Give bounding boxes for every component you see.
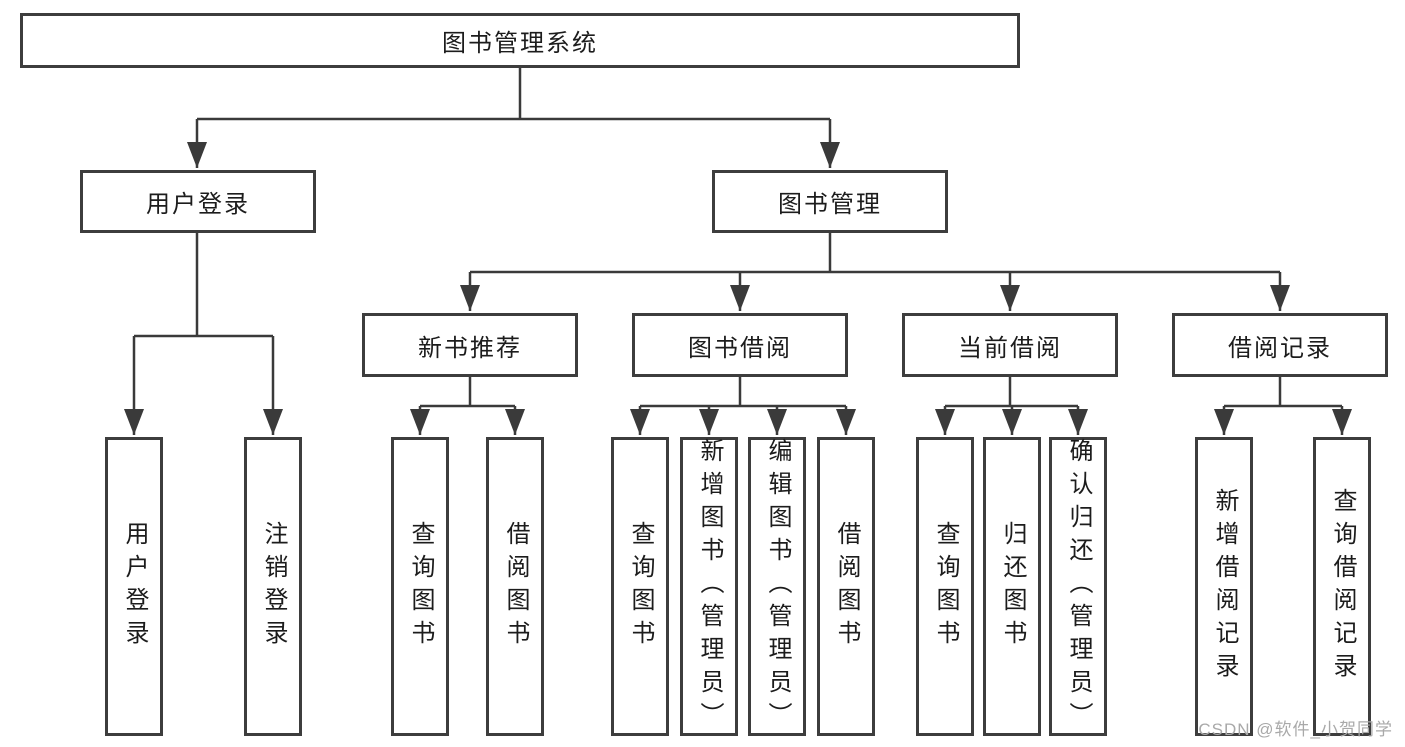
node-label: 查询图书 (627, 520, 654, 653)
connector-book-borrowing-to-leaves (630, 377, 856, 435)
node-new-book-recommend: 新书推荐 (362, 313, 578, 377)
node-label: 查询图书 (407, 520, 434, 653)
node-label: 归还图书 (999, 520, 1026, 653)
node-label: 注销登录 (260, 520, 287, 653)
node-label: 查询借阅记录 (1329, 487, 1356, 686)
node-label: 新增借阅记录 (1211, 487, 1238, 686)
node-label: 图书管理 (778, 191, 882, 218)
node-label: 借阅记录 (1228, 334, 1332, 362)
leaf-user-login: 用户登录 (105, 437, 163, 736)
node-label: 图书管理系统 (442, 30, 598, 57)
node-label: 借阅图书 (833, 520, 860, 653)
connector-borrowing-records-to-leaves (1214, 377, 1352, 435)
leaf-borrowing-query-books: 查询图书 (611, 437, 669, 736)
leaf-current-return-books: 归还图书 (983, 437, 1041, 736)
node-label: 新书推荐 (418, 334, 522, 362)
leaf-records-add-record: 新增借阅记录 (1195, 437, 1253, 736)
connector-user-login-to-leaves (124, 233, 283, 435)
node-label: 用户登录 (146, 191, 250, 218)
node-label: 用户登录 (121, 520, 148, 653)
leaf-borrowing-add-books-admin: 新增图书（管理员） (680, 437, 738, 736)
node-label: 借阅图书 (502, 520, 529, 653)
node-label: 确认归还（管理员） (1065, 438, 1092, 735)
node-label: 新增图书（管理员） (696, 438, 723, 735)
connector-current-borrowing-to-leaves (935, 377, 1088, 435)
leaf-recommend-borrow-books: 借阅图书 (486, 437, 544, 736)
connector-root-to-level2 (187, 68, 840, 168)
node-label: 图书借阅 (688, 334, 792, 362)
connector-book-management-to-level3 (460, 233, 1290, 311)
leaf-recommend-query-books: 查询图书 (391, 437, 449, 736)
node-label: 编辑图书（管理员） (764, 438, 791, 735)
node-current-borrowing: 当前借阅 (902, 313, 1118, 377)
connector-new-book-recommend-to-leaves (410, 377, 525, 435)
node-label: 查询图书 (932, 520, 959, 653)
node-book-management-branch: 图书管理 (712, 170, 948, 233)
node-label: 当前借阅 (958, 334, 1062, 362)
leaf-borrowing-edit-books-admin: 编辑图书（管理员） (748, 437, 806, 736)
leaf-current-confirm-return-admin: 确认归还（管理员） (1049, 437, 1107, 736)
node-book-borrowing: 图书借阅 (632, 313, 848, 377)
leaf-records-query-record: 查询借阅记录 (1313, 437, 1371, 736)
leaf-current-query-books: 查询图书 (916, 437, 974, 736)
node-borrowing-records: 借阅记录 (1172, 313, 1388, 377)
leaf-logout: 注销登录 (244, 437, 302, 736)
node-user-login-branch: 用户登录 (80, 170, 316, 233)
node-library-management-system: 图书管理系统 (20, 13, 1020, 68)
leaf-borrowing-borrow-books: 借阅图书 (817, 437, 875, 736)
